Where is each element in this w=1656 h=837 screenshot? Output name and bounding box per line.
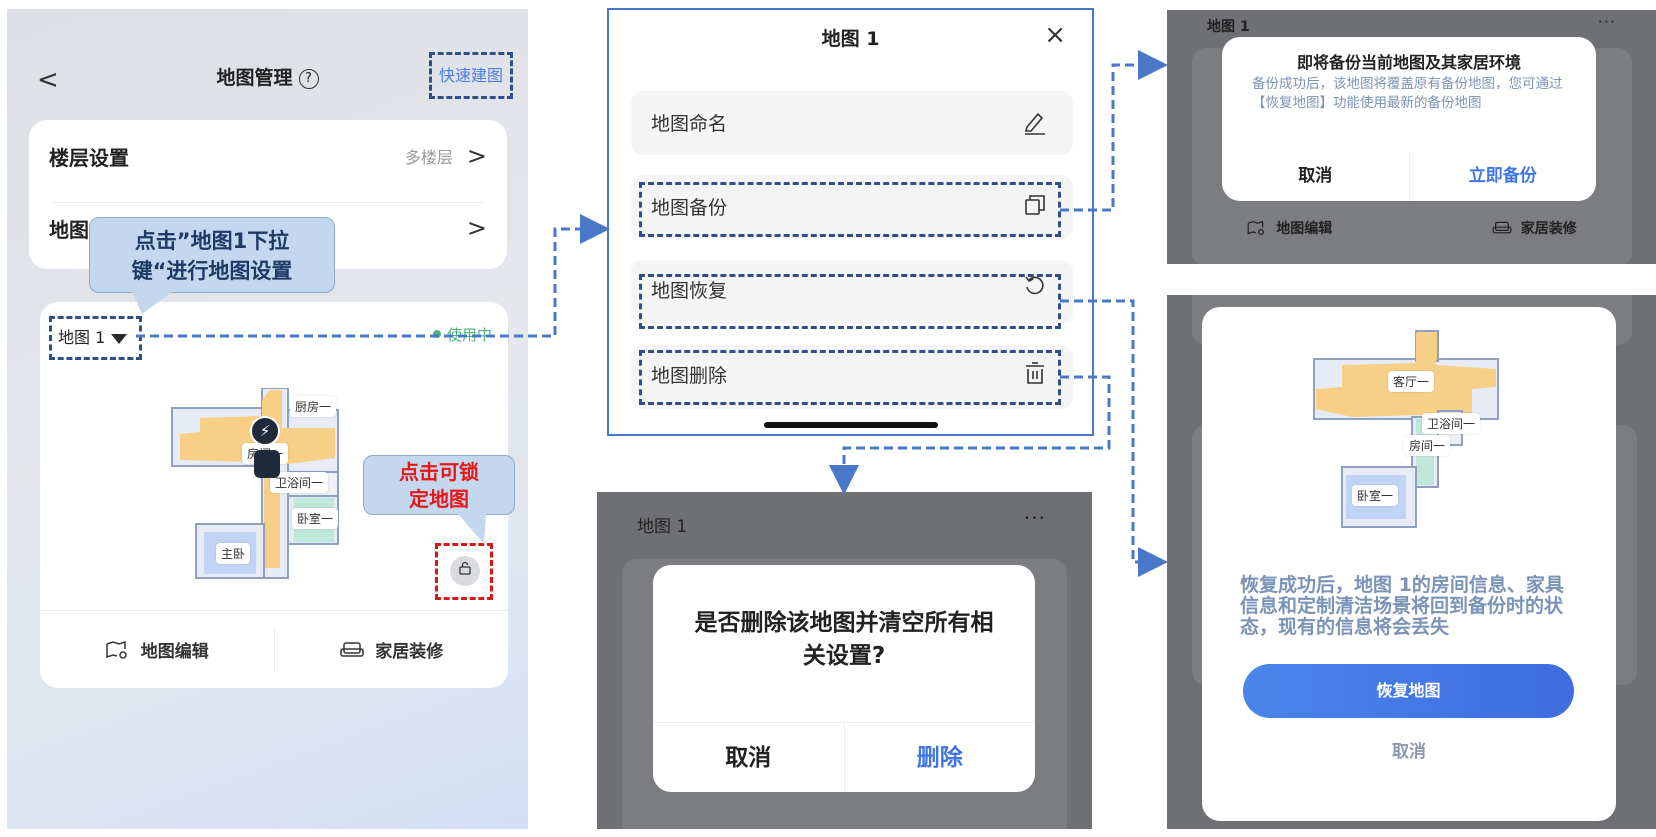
restore-highlight — [639, 274, 1061, 329]
chevron-right-icon: > — [466, 142, 487, 170]
room-label: 房间一 — [1404, 435, 1451, 456]
cancel-button[interactable]: 取消 — [1392, 742, 1426, 762]
sheet-title: 地图 1 — [821, 28, 880, 50]
backup-dialog-screen: 地图 1 ··· 地图编辑 家居装修 即将备份当前地图及其家居环境 备份成功后，… — [1167, 10, 1656, 264]
back-icon[interactable]: < — [37, 65, 59, 95]
close-icon[interactable]: × — [1044, 20, 1066, 50]
dialog-body: 备份成功后，该地图将覆盖原有备份地图，您可通过【恢复地图】功能使用最新的备份地图 — [1252, 76, 1563, 111]
divider — [273, 627, 275, 672]
divider — [843, 723, 845, 792]
map-toolbar: 地图编辑 家居装修 — [40, 610, 508, 688]
floor-map: 客厅一 卫浴间一 房间一 卧室一 — [1312, 329, 1512, 539]
map-edit-icon — [106, 640, 127, 659]
restore-icon — [1023, 274, 1047, 302]
room-label[interactable]: 卫浴间一 — [270, 472, 329, 493]
annotation-callout: 点击”地图1下拉 键“进行地图设置 — [89, 217, 335, 314]
cancel-button[interactable]: 取消 — [725, 745, 772, 771]
delete-button[interactable]: 删除 — [916, 745, 963, 771]
backup-highlight — [639, 182, 1061, 237]
edit-icon — [1021, 109, 1047, 139]
restore-dialog-screen: 客厅一 卫浴间一 房间一 卧室一 恢复成功后，地图 1的房间信息、家具信息和定制… — [1167, 295, 1656, 829]
backup-dialog: 即将备份当前地图及其家居环境 备份成功后，该地图将覆盖原有备份地图，您可通过【恢… — [1222, 37, 1596, 201]
sofa-icon — [340, 641, 364, 657]
floor-settings-row[interactable]: 楼层设置 多楼层 > — [49, 142, 487, 170]
room-label[interactable]: 主卧 — [216, 543, 251, 564]
backup-now-button[interactable]: 立即备份 — [1468, 166, 1537, 186]
floor-map[interactable]: 厨房一 房间一 卫浴间一 卧室一 主卧 ⚡ — [170, 387, 370, 588]
restore-map-option[interactable]: 地图恢复 — [631, 260, 1073, 324]
delete-highlight — [639, 350, 1061, 405]
chevron-right-icon: > — [466, 214, 487, 242]
annotation-callout: 点击可锁 定地图 — [363, 455, 515, 544]
backup-map-option[interactable]: 地图备份 — [631, 175, 1073, 239]
dialog-body: 恢复成功后，地图 1的房间信息、家具信息和定制清洁场景将回到备份时的状态，现有的… — [1240, 574, 1564, 638]
help-icon[interactable]: ? — [298, 69, 319, 89]
delete-dialog-screen: 地图 1 ··· 是否删除该地图并清空所有相关设置? 取消 删除 — [597, 492, 1092, 829]
dropdown-triangle-icon — [111, 334, 128, 344]
room-label: 客厅一 — [1388, 371, 1435, 392]
dialog-title: 即将备份当前地图及其家居环境 — [1296, 53, 1521, 72]
dialog-title: 是否删除该地图并清空所有相关设置? — [694, 610, 994, 669]
rename-map-option[interactable]: 地图命名 — [631, 91, 1073, 155]
restore-map-button[interactable]: 恢复地图 — [1243, 664, 1574, 718]
delete-dialog: 是否删除该地图并清空所有相关设置? 取消 删除 — [653, 565, 1035, 792]
restore-dialog: 客厅一 卫浴间一 房间一 卧室一 恢复成功后，地图 1的房间信息、家具信息和定制… — [1202, 307, 1616, 821]
status-dot — [432, 330, 441, 338]
lock-map-highlight — [435, 543, 493, 600]
divider — [1408, 151, 1410, 201]
map-management-screen: < 地图管理? 快速建图 楼层设置 多楼层 > 地图 > 地图 1 使用中 — [7, 9, 528, 829]
room-label[interactable]: 卧室一 — [292, 508, 339, 529]
home-decor-button[interactable]: 家居装修 — [275, 611, 509, 688]
more-icon[interactable]: ··· — [1023, 506, 1046, 530]
copy-icon — [1023, 193, 1047, 221]
unlock-icon[interactable] — [450, 556, 480, 586]
room-label: 卫浴间一 — [1422, 413, 1481, 434]
robot-icon — [254, 450, 280, 478]
map-options-sheet: 地图 1 × 地图命名 地图备份 地图恢复 地图删除 — [607, 8, 1094, 436]
background-toolbar: 地图编辑 家居装修 — [1167, 215, 1656, 241]
home-indicator — [764, 422, 938, 428]
floor-plan-graphic — [1313, 330, 1499, 528]
cancel-button[interactable]: 取消 — [1298, 166, 1333, 186]
charging-dock-icon: ⚡ — [250, 416, 280, 446]
map-selector-dropdown[interactable]: 地图 1 — [49, 316, 142, 360]
room-label[interactable]: 厨房一 — [290, 396, 337, 417]
more-icon[interactable]: ··· — [1597, 12, 1616, 31]
page-title: 地图管理? — [7, 63, 528, 90]
divider — [51, 202, 485, 203]
quick-build-button[interactable]: 快速建图 — [429, 52, 513, 99]
room-label: 卧室一 — [1352, 485, 1399, 506]
in-use-status: 使用中 — [432, 324, 492, 345]
map-edit-button[interactable]: 地图编辑 — [40, 611, 274, 688]
